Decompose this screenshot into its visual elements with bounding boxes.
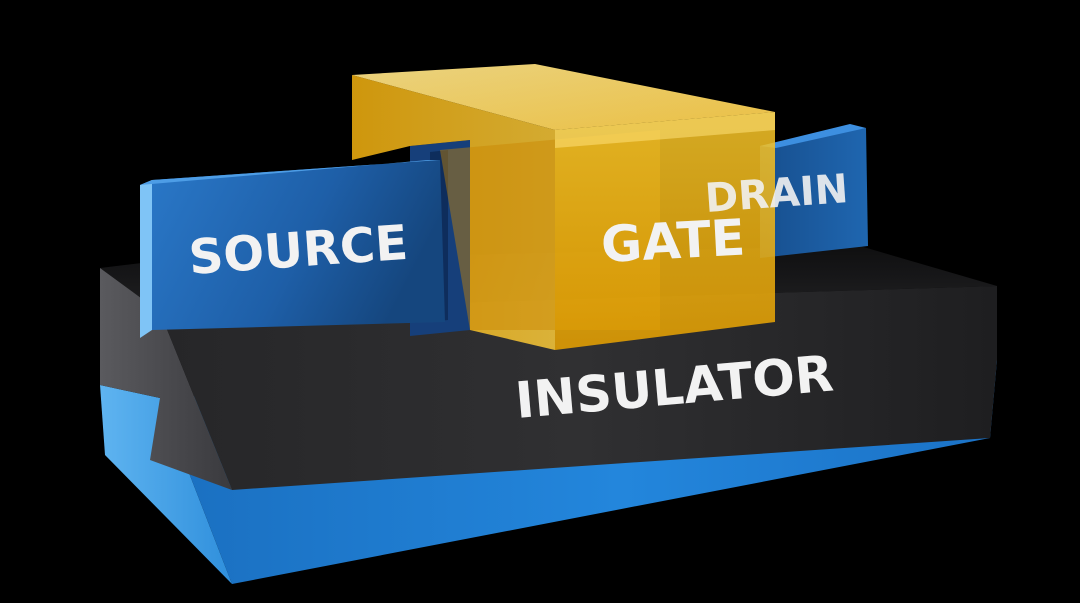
gate-block — [352, 64, 775, 350]
substrate-left-face — [100, 385, 232, 584]
drain-fin — [760, 124, 868, 258]
source-fin — [140, 160, 445, 338]
gate-top-face — [352, 64, 775, 130]
drain-label: DRAIN — [703, 166, 849, 222]
source-left-edge — [140, 180, 152, 338]
insulator-front-face — [160, 286, 997, 490]
insulator-left-face — [100, 268, 232, 490]
drain-top-face — [760, 124, 866, 148]
source-front-face — [152, 160, 445, 330]
drain-front-face — [760, 128, 868, 258]
gate-front-highlight — [555, 112, 775, 148]
gate-label: GATE — [600, 209, 747, 274]
gate-front-face — [555, 112, 775, 350]
gate-left-face — [352, 75, 555, 350]
